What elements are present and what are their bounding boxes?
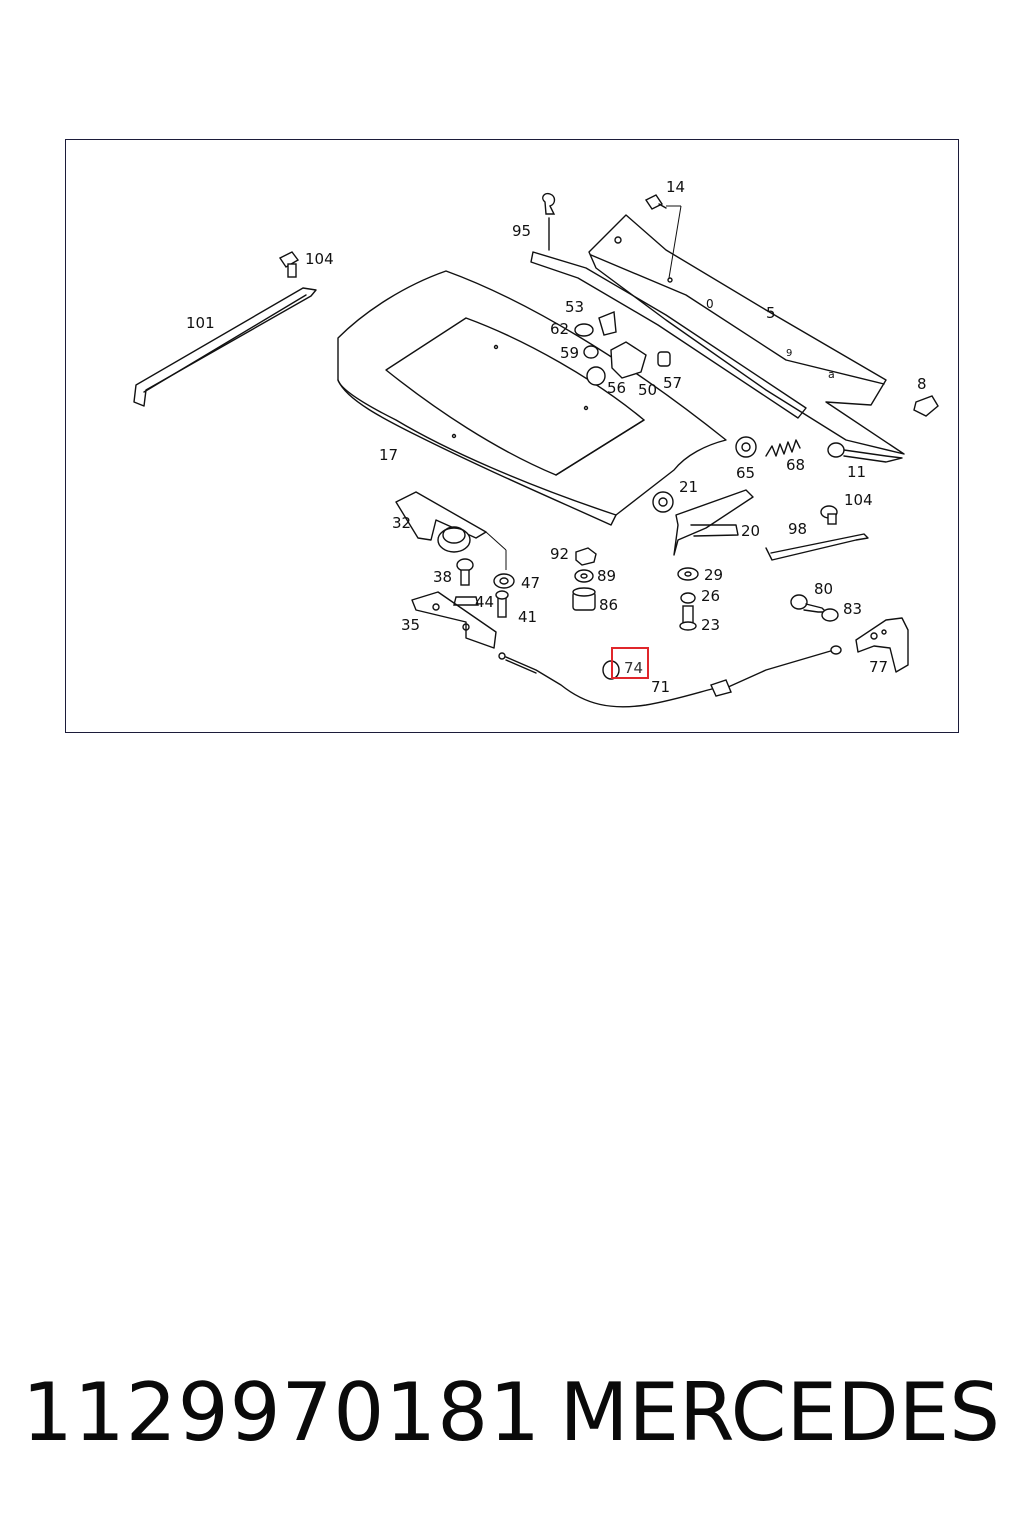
label-29: 29 xyxy=(704,566,723,584)
star-washer-icon xyxy=(735,436,757,458)
label-20: 20 xyxy=(741,522,760,540)
rubber-buffer-icon xyxy=(572,587,596,611)
highlighted-part-box xyxy=(611,647,649,679)
label-86: 86 xyxy=(599,596,618,614)
bolt-icon xyxy=(495,590,509,618)
nut-icon xyxy=(575,547,597,566)
label-95: 95 xyxy=(512,222,531,240)
screw-icon xyxy=(644,194,682,279)
bolt-icon xyxy=(456,558,474,586)
label-80: 80 xyxy=(814,580,833,598)
release-handle-icon xyxy=(855,617,909,673)
label-53: 53 xyxy=(565,298,584,316)
label-56: 56 xyxy=(607,379,626,397)
exploded-parts-diagram: 0 9 a xyxy=(133,178,939,708)
latch-assembly-icon xyxy=(574,311,671,386)
prop-rod-icon xyxy=(765,533,869,561)
caption-bar: 1129970181 MERCEDES xyxy=(0,1366,1024,1466)
label-41: 41 xyxy=(518,608,537,626)
left-hinge-icon xyxy=(395,491,507,570)
clip-icon xyxy=(913,395,939,417)
spacer-icon xyxy=(453,596,479,606)
label-14: 14 xyxy=(666,178,685,196)
label-62: 62 xyxy=(550,320,569,338)
label-83: 83 xyxy=(843,600,862,618)
label-21: 21 xyxy=(679,478,698,496)
windshield-trim-panel-icon: 0 9 a xyxy=(588,214,905,455)
label-59: 59 xyxy=(560,344,579,362)
spring-icon xyxy=(765,439,801,457)
bolt-icon xyxy=(679,605,697,631)
label-8: 8 xyxy=(917,375,927,393)
label-65: 65 xyxy=(736,464,755,482)
label-50: 50 xyxy=(638,381,657,399)
parts-diagram-frame: 0 9 a xyxy=(65,139,959,733)
label-77: 77 xyxy=(869,658,888,676)
svg-text:9: 9 xyxy=(786,348,792,359)
label-26: 26 xyxy=(701,587,720,605)
tapping-screw-icon xyxy=(827,442,903,463)
label-68: 68 xyxy=(786,456,805,474)
label-104-top: 104 xyxy=(305,250,334,268)
spring-washer-icon xyxy=(680,592,696,604)
label-57: 57 xyxy=(663,374,682,392)
label-11: 11 xyxy=(847,463,866,481)
label-101: 101 xyxy=(186,314,215,332)
part-number: 1129970181 xyxy=(22,1366,541,1459)
svg-text:a: a xyxy=(828,368,835,381)
washer-icon xyxy=(677,567,699,581)
release-cable-icon xyxy=(498,645,842,708)
label-92: 92 xyxy=(550,545,569,563)
label-5: 5 xyxy=(766,304,776,322)
label-71: 71 xyxy=(651,678,670,696)
label-89: 89 xyxy=(597,567,616,585)
hood-seal-strip-icon xyxy=(530,192,807,419)
label-98: 98 xyxy=(788,520,807,538)
label-104-right: 104 xyxy=(844,491,873,509)
label-44: 44 xyxy=(475,593,494,611)
engine-hood-icon xyxy=(337,270,727,526)
label-74: 74 xyxy=(624,659,643,677)
hood-hinge-icon xyxy=(652,489,754,556)
washer-icon xyxy=(821,608,839,622)
label-35: 35 xyxy=(401,616,420,634)
svg-text:0: 0 xyxy=(706,297,714,311)
label-38: 38 xyxy=(433,568,452,586)
washer-icon xyxy=(574,569,594,583)
bolt-icon xyxy=(820,505,838,525)
label-47: 47 xyxy=(521,574,540,592)
bolt-icon xyxy=(278,251,300,278)
lower-bracket-icon xyxy=(411,591,497,649)
label-23: 23 xyxy=(701,616,720,634)
washer-icon xyxy=(493,573,515,589)
brand-name: MERCEDES xyxy=(559,1366,1000,1459)
label-32: 32 xyxy=(392,514,411,532)
hood-prop-rod-icon xyxy=(133,287,317,407)
label-17: 17 xyxy=(379,446,398,464)
